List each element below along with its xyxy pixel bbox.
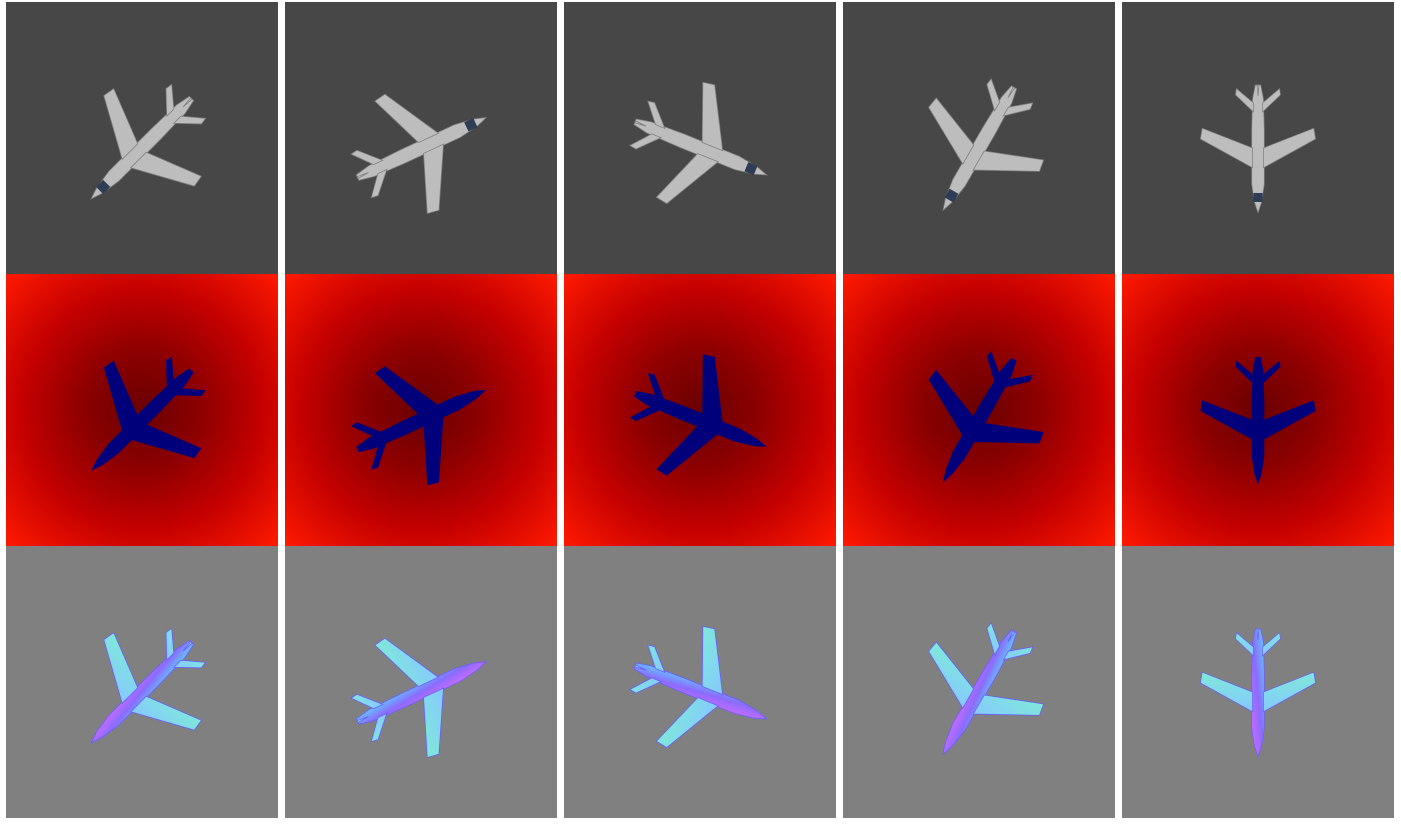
cockpit-canopy: [464, 118, 478, 132]
airplane-wings: [656, 354, 723, 476]
airplane-tail: [986, 350, 1033, 388]
airplane: [350, 93, 488, 215]
grid-cell-shaded-render-view-5: [1122, 2, 1394, 274]
airplane-tail: [628, 100, 666, 150]
airplane-figure: [628, 625, 768, 749]
airplane-figure: [928, 78, 1045, 212]
airplane-tail: [1235, 628, 1281, 657]
airplane-fuselage: [1251, 356, 1265, 485]
airplane-tail: [350, 693, 388, 743]
airplane: [628, 625, 768, 749]
airplane-tail: [165, 627, 207, 669]
airplane-figure: [1200, 628, 1316, 758]
airplane-fuselage: [356, 389, 487, 453]
airplane-figure: [1200, 84, 1316, 214]
airplane-fuselage: [355, 117, 488, 181]
grid-cell-surface-normals-view-3: [564, 546, 836, 818]
airplane-tail: [165, 83, 207, 125]
airplane-fuselage: [90, 639, 195, 744]
airplane-wings: [374, 637, 444, 759]
grid-cell-surface-normals-view-4: [843, 546, 1115, 818]
airplane: [928, 78, 1045, 212]
grid-cell-surface-normals-view-5: [1122, 546, 1394, 818]
airplane-tail: [986, 622, 1034, 661]
airplane-figure: [629, 354, 767, 476]
airplane-wings: [1200, 671, 1316, 713]
grid-cell-silhouette-on-depth-view-3: [564, 274, 836, 546]
airplane-wings: [655, 625, 724, 749]
airplane: [351, 366, 487, 486]
grid-cell-silhouette-on-depth-view-1: [6, 274, 278, 546]
cockpit-canopy: [96, 179, 111, 194]
airplane-fuselage: [1251, 84, 1265, 214]
airplane-fuselage: [633, 662, 768, 720]
airplane-figure: [351, 366, 487, 486]
airplane-tail: [986, 78, 1034, 117]
airplane-figure: [928, 350, 1044, 483]
airplane-wings: [655, 81, 724, 205]
airplane: [90, 627, 207, 744]
airplane-tail: [629, 373, 665, 422]
grid-cell-shaded-render-view-4: [843, 2, 1115, 274]
airplane-fuselage: [942, 85, 1018, 212]
airplane-tail: [351, 422, 387, 470]
airplane: [928, 622, 1045, 756]
airplane-fuselage: [942, 629, 1018, 756]
airplane-wings: [374, 93, 444, 215]
airplane-wings: [1200, 400, 1316, 440]
airplane-tail: [350, 149, 388, 199]
airplane-wings: [928, 97, 1045, 172]
airplane-figure: [350, 637, 488, 759]
grid-cell-shaded-render-view-2: [285, 2, 557, 274]
airplane-fuselage: [633, 390, 767, 447]
airplane-figure: [350, 93, 488, 215]
airplane-tail: [166, 356, 206, 396]
airplane: [1200, 628, 1316, 758]
cockpit-canopy: [744, 162, 758, 176]
airplane-tail: [1235, 356, 1281, 384]
airplane-wings: [103, 360, 202, 459]
airplane-wings: [103, 631, 203, 731]
grid-cell-shaded-render-view-1: [6, 2, 278, 274]
airplane-figure: [91, 356, 206, 471]
cockpit-canopy: [944, 188, 959, 203]
airplane-fuselage: [355, 661, 488, 725]
airplane: [928, 350, 1044, 483]
airplane-fuselage: [633, 118, 768, 176]
airplane-fuselage: [91, 368, 194, 471]
airplane: [1200, 84, 1316, 214]
grid-cell-silhouette-on-depth-view-2: [285, 274, 557, 546]
airplane-figure: [628, 81, 768, 205]
cockpit-canopy: [1253, 193, 1263, 203]
airplane-tail: [628, 644, 666, 694]
airplane: [90, 83, 207, 200]
airplane-figure: [1200, 356, 1316, 485]
airplane-wings: [1200, 127, 1316, 169]
airplane-wings: [374, 366, 444, 486]
airplane: [1200, 356, 1316, 485]
airplane-wings: [928, 369, 1044, 444]
airplane: [628, 81, 768, 205]
grid-cell-silhouette-on-depth-view-5: [1122, 274, 1394, 546]
grid-cell-shaded-render-view-3: [564, 2, 836, 274]
airplane: [629, 354, 767, 476]
airplane-figure: [90, 627, 207, 744]
airplane-wings: [928, 641, 1045, 716]
grid-cell-surface-normals-view-1: [6, 546, 278, 818]
airplane-fuselage: [943, 357, 1017, 483]
airplane: [91, 356, 206, 471]
airplane: [350, 637, 488, 759]
airplane-figure: [928, 622, 1045, 756]
airplane-fuselage: [1251, 628, 1265, 758]
airplane-wings: [103, 87, 203, 187]
grid-cell-silhouette-on-depth-view-4: [843, 274, 1115, 546]
airplane-figure: [90, 83, 207, 200]
airplane-fuselage: [90, 95, 195, 200]
grid-cell-surface-normals-view-2: [285, 546, 557, 818]
airplane-tail: [1235, 84, 1281, 113]
